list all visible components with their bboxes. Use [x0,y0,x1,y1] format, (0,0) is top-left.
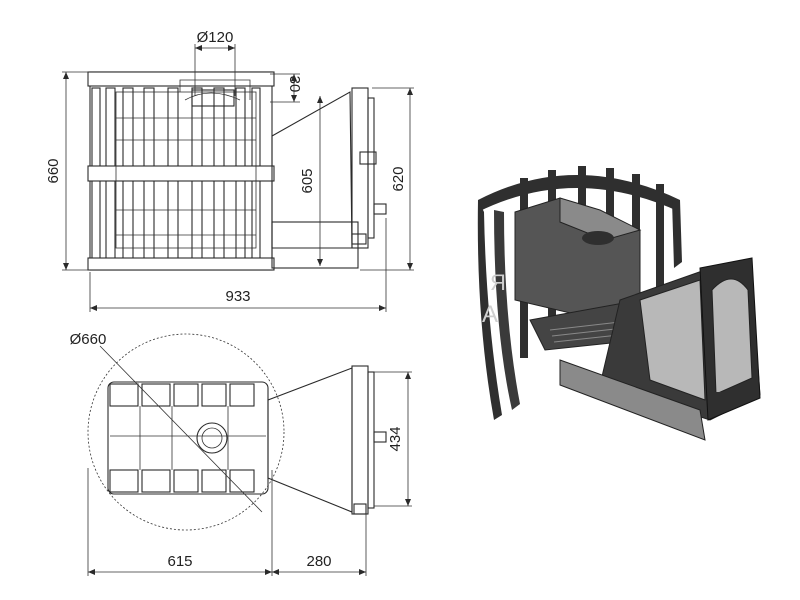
cage-front-bar-2 [494,210,520,410]
tunnel-inner-3d [639,279,706,401]
watermark-left: Я [490,270,506,295]
door-panel [351,87,369,249]
top-view-dimensions [87,371,412,576]
door-plan-frame [367,371,375,509]
dim-door-width: 434 [387,426,404,451]
grid-circle [87,333,285,531]
door-handle [359,151,377,165]
door-plan-knob [373,431,387,443]
dim-body-length: 615 [167,553,192,570]
tunnel-plan [267,367,353,513]
door-knob [373,203,387,215]
chimney-pipe-top [191,89,235,107]
cage-top-ring-3d [478,175,680,212]
dim-grid-diameter: Ø660 [70,331,107,348]
front-elevation-view [87,71,387,271]
dim-overall-length: 933 [225,288,250,305]
door-glass-3d [711,278,753,395]
pipe-opening-3d [582,231,614,245]
dim-top-offset: 30 [286,76,303,93]
door-latch [351,233,367,245]
door-plan-latch [353,503,367,515]
firebox-inner-lines [115,79,257,249]
door-latch-3d [712,392,726,402]
watermark-right: А [482,301,498,328]
diameter-line [99,345,263,513]
tunnel-base [271,221,359,269]
top-plan-view [87,333,387,531]
cage-bottom-ring [87,257,275,271]
cage-front-bar-right [672,200,682,268]
cage-top-ring [87,71,275,87]
pipe-opening-inner [201,427,223,449]
dim-overall-height: 660 [45,158,62,183]
door-plan [351,365,369,515]
dim-tunnel-length: 280 [306,553,331,570]
cage-front-bar-left [477,200,502,420]
plan-bars [109,383,266,493]
dim-top-pipe-diameter: Ø120 [197,29,234,46]
front-view-dimensions [62,44,414,312]
door-frame [367,97,375,239]
base-plate-3d [559,359,706,441]
dim-firebox-height: 605 [299,168,316,193]
dim-door-height: 620 [390,166,407,191]
isometric-3d-view [477,166,761,441]
cage-middle-ring [87,165,275,182]
firebox-top-3d [559,197,642,241]
pipe-opening [196,422,228,454]
